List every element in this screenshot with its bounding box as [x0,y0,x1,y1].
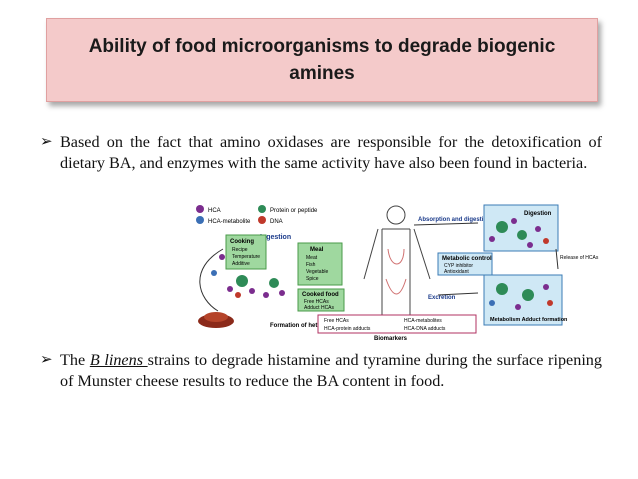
bullet-2-prefix: The [60,351,90,369]
metabolic-item-1: CYP inhibitor [444,263,473,269]
meal-box [297,242,343,286]
meal-item-1: Meat [306,255,318,261]
legend-dna-dot [258,216,266,224]
legend-dna: DNA [270,219,283,225]
cooking-item-3: Additive [232,261,250,267]
meal-item-2: Fish [306,262,316,268]
bullet-2-body: strains to degrade histamine and tyramin… [60,351,602,390]
biomarkers-label: Biomarkers [374,336,408,342]
bullet-2-italic: B linens [89,351,148,369]
bullet-1: ➢ Based on the fact that amino oxidases … [40,132,602,173]
legend-protein-dot [258,205,266,213]
bullet-1-text: Based on the fact that amino oxidases ar… [60,133,602,172]
molecule-cluster-left [211,254,285,298]
biomarker-3: HCA-metabolites [404,318,442,324]
digestion-title: Digestion [524,211,552,217]
metabolic-title: Metabolic control [442,256,492,262]
biomarker-4: HCA-DNA adducts [404,326,446,332]
ingestion-label: Ingestion [260,234,291,241]
cooking-item-2: Temperature [232,254,260,260]
bullet-2-text: The B linens strains to degrade histamin… [60,350,602,391]
biomarkers-box [317,314,477,334]
metabolism-label: Metabolism Adduct formation [490,317,568,323]
human-body [363,205,431,329]
biomarker-2: HCA-protein adducts [324,326,371,332]
title-box: Ability of food microorganisms to degrad… [46,18,598,102]
excretion-label: Excretion [428,295,456,301]
arrow-bullet-icon: ➢ [40,134,53,150]
cooked-food-box [297,288,345,312]
flow-arrows [413,222,559,296]
metabolic-control-box [437,252,493,276]
absorption-label: Absorption and digestion [418,217,491,223]
meal-item-3: Vegetable [306,269,328,275]
cooked-item-1: Free HCAs [304,299,329,305]
cooking-title: Cooking [230,239,254,245]
bullet-2: ➢ The B linens strains to degrade histam… [40,350,602,391]
hca-diagram: HCA HCA-metabolite Protein or peptide DN… [196,204,599,342]
metabolic-item-2: Antioxidant [444,269,469,275]
metabolism-box [483,274,563,326]
molecule-cluster-digestion [489,218,549,248]
biomarker-1: Free HCAs [324,318,349,324]
slide-title: Ability of food microorganisms to degrad… [88,36,556,84]
release-label: Release of HCAs [560,255,599,261]
arrow-bullet-icon: ➢ [40,352,53,368]
cooking-item-1: Recipe [232,247,248,253]
meal-title: Meal [310,247,324,253]
cooked-item-2: Adduct HCAs [304,305,335,311]
legend-hca: HCA [208,208,221,214]
legend-hca-dot [196,205,204,213]
cooking-box [225,234,267,270]
meal-item-4: Spice [306,276,319,282]
legend-hca-metabolite: HCA-metabolite [208,219,251,225]
legend-hcam-dot [196,216,204,224]
molecule-cluster-metabolism [489,283,553,310]
cooked-food-title: Cooked food [302,292,339,298]
legend-protein: Protein or peptide [270,208,318,214]
